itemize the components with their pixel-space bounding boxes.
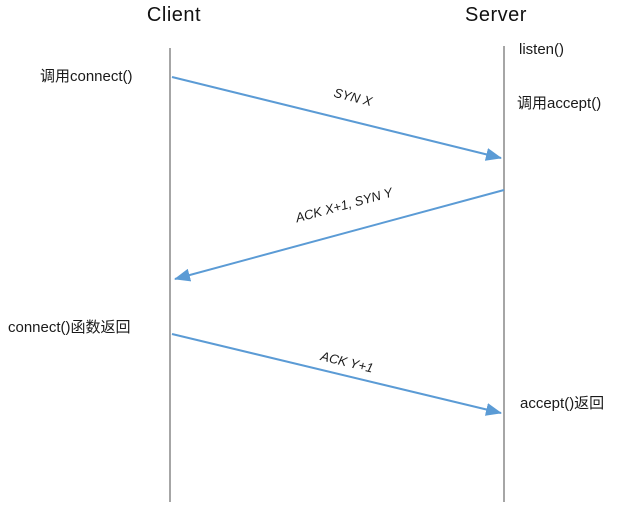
client-lifeline	[169, 48, 171, 502]
arrow-ack	[171, 333, 502, 416]
annotation-call-connect: 调用connect()	[40, 68, 133, 85]
actor-title-server: Server	[465, 4, 527, 26]
annotation-connect-return: connect()函数返回	[8, 319, 131, 336]
server-lifeline	[503, 46, 505, 502]
annotation-accept-return: accept()返回	[520, 395, 605, 412]
arrow-ack-syn	[174, 189, 505, 282]
annotation-call-accept: 调用accept()	[517, 95, 602, 112]
annotation-listen: listen()	[519, 41, 565, 58]
actor-title-client: Client	[146, 4, 202, 26]
arrow-syn	[171, 76, 502, 161]
